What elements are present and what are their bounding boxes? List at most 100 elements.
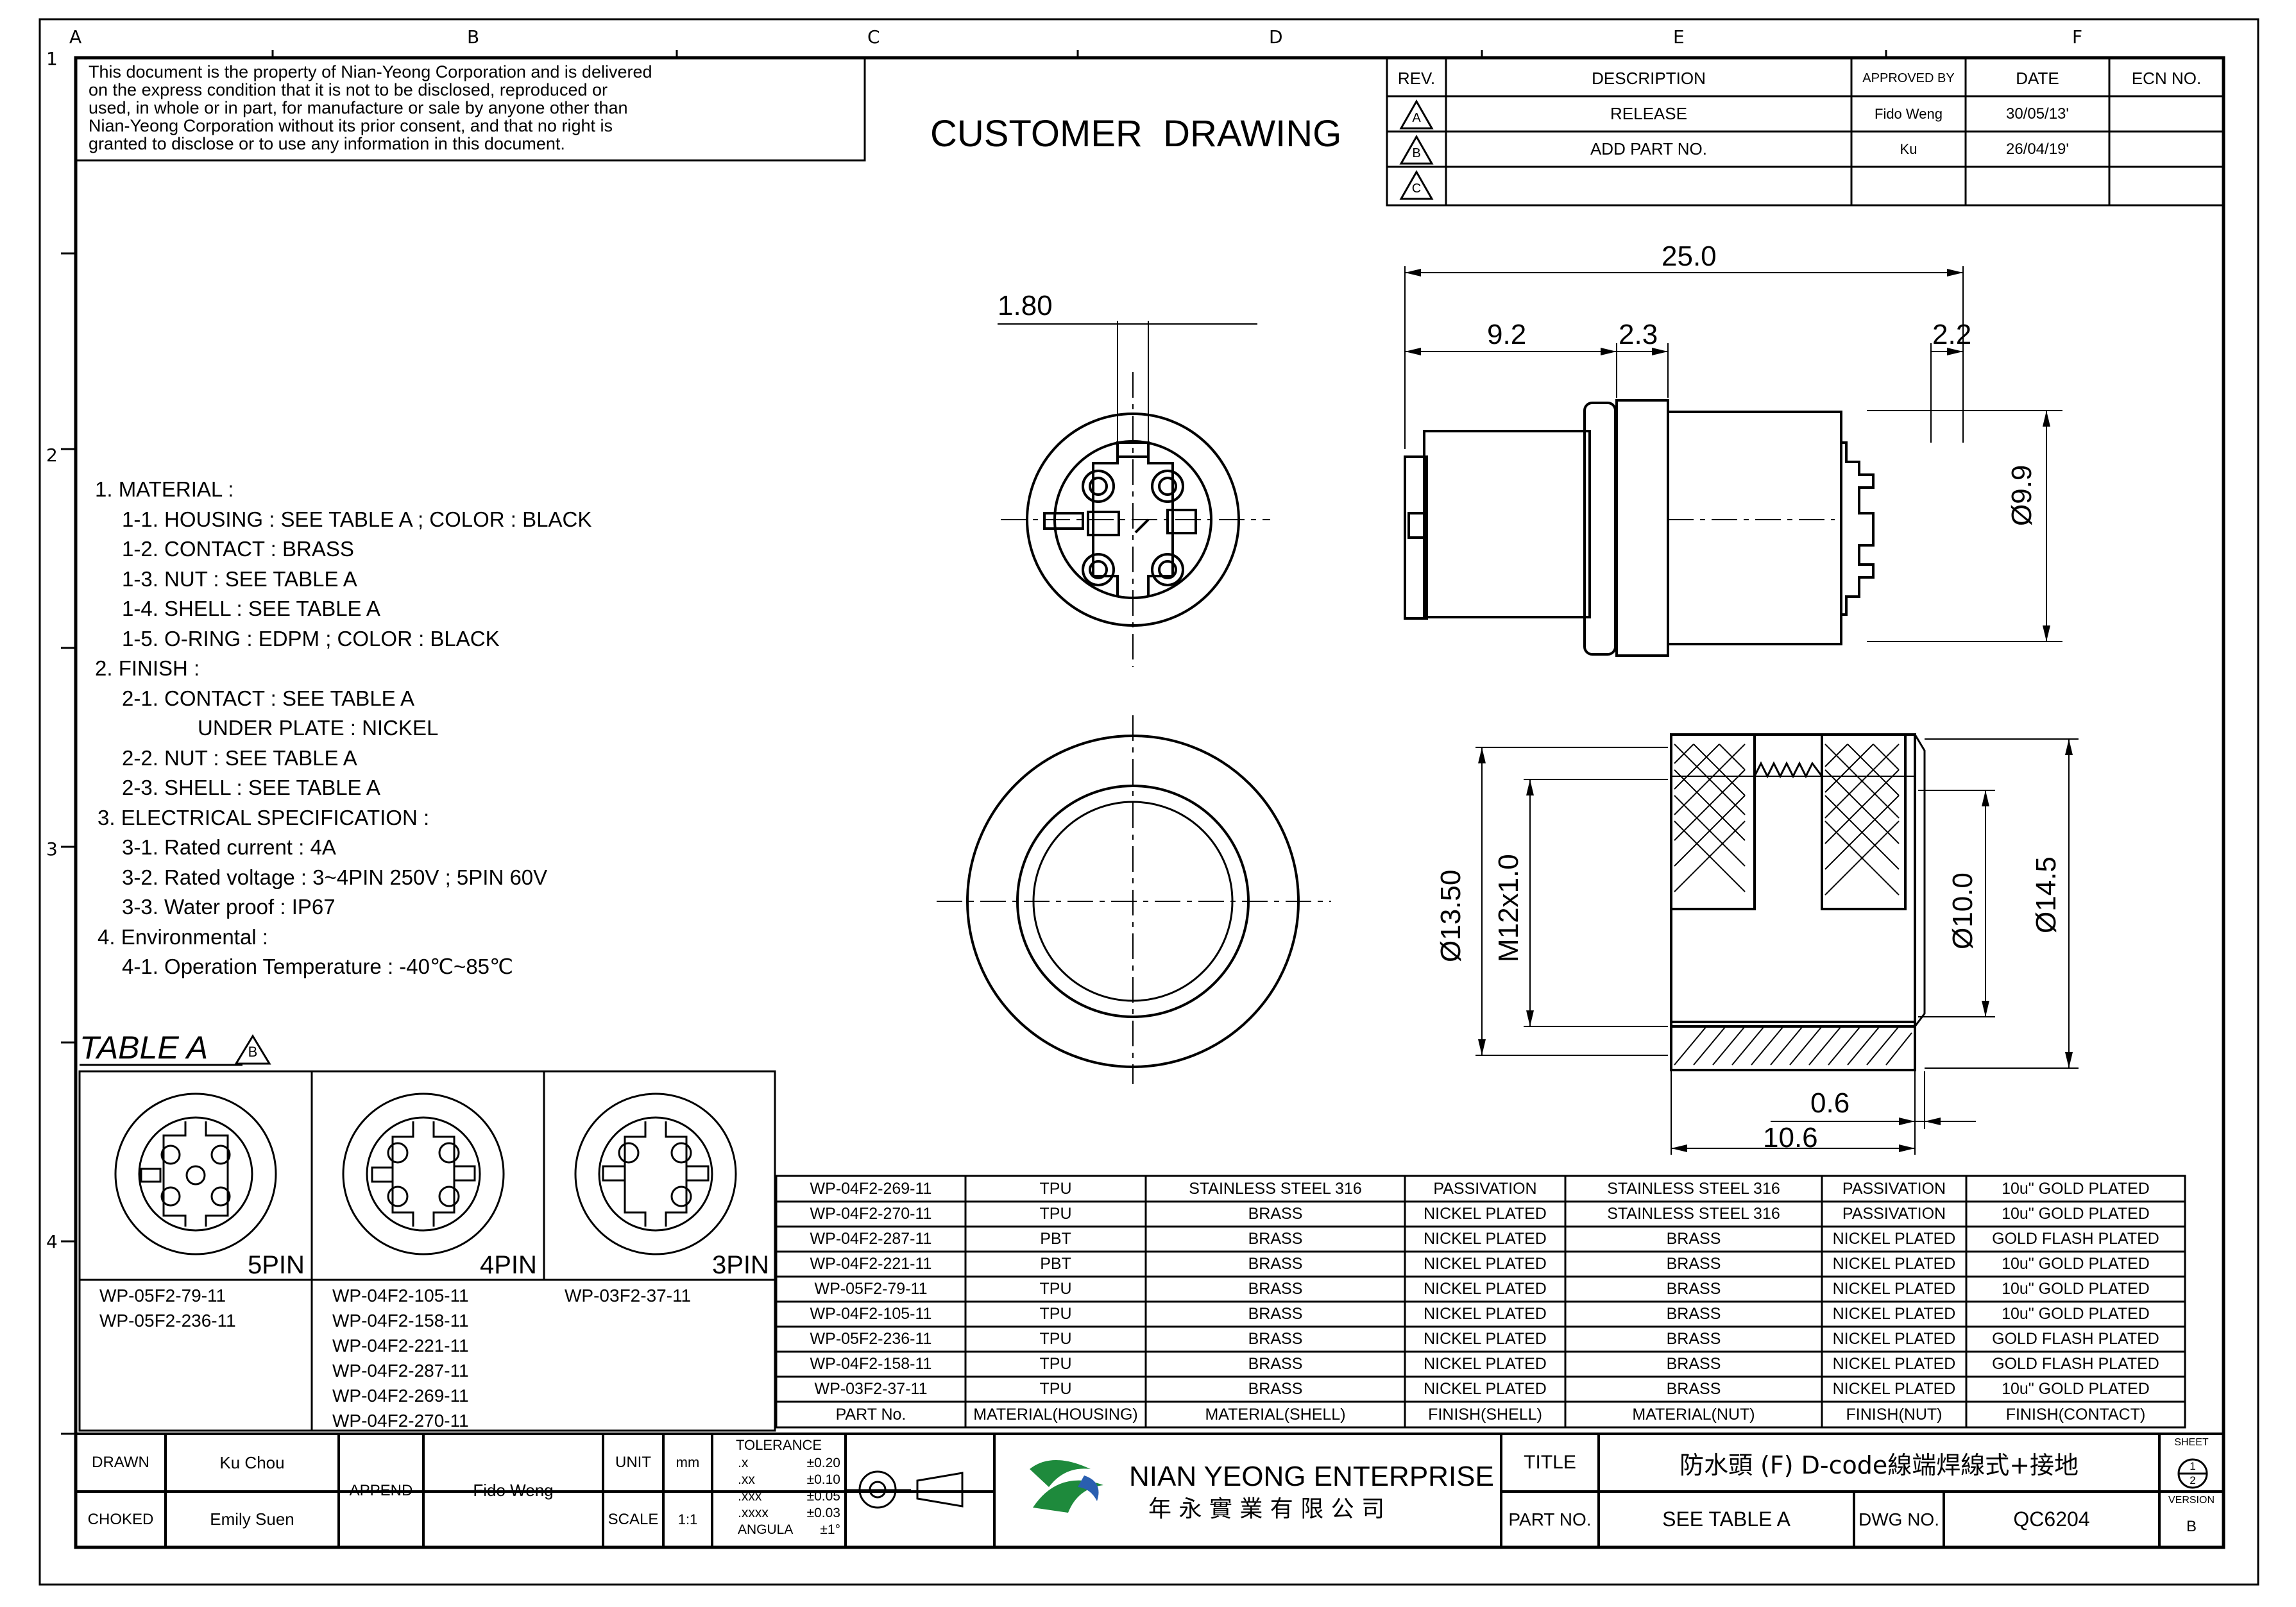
knurl-hatching [1674,744,1912,1066]
material-table-cell: NICKEL PLATED [1424,1205,1547,1223]
zone-label-f: F [2072,26,2083,47]
material-table-cell: NICKEL PLATED [1424,1380,1547,1398]
drawn-label: DRAWN [92,1454,149,1471]
notice-line: on the express condition that it is not … [89,80,608,99]
table-a-grid [78,1064,776,1432]
material-table-cell: WP-04F2-269-11 [810,1179,932,1198]
part-no-label: PART NO. [1508,1509,1592,1529]
tolerance-key: .xx [738,1472,755,1487]
material-table-cell: TPU [1039,1380,1072,1398]
part-number: WP-04F2-269-11 [332,1386,469,1406]
tolerance-list: .x±0.20 .xx±0.10 .xxx±0.05 .xxxx±0.03 AN… [738,1455,840,1538]
company-name-en: NIAN YEONG ENTERPRISE [1129,1461,1494,1492]
company-name-zh: 年 永 實 業 有 限 公 司 [1148,1496,1385,1522]
material-table-header: PART No. [835,1405,906,1424]
material-table-header: FINISH(CONTACT) [2005,1405,2146,1424]
material-table-cell: 10u" GOLD PLATED [2002,1380,2150,1398]
dim-pin-width: 1.80 [998,290,1053,321]
material-table-cell: BRASS [1248,1305,1303,1323]
note-line: 1-2. CONTACT : BRASS [122,537,354,561]
approved-header: APPROVED BY [1862,71,1955,85]
note-line: 4-1. Operation Temperature : -40℃~85℃ [122,955,514,978]
material-table-cell: NICKEL PLATED [1832,1255,1956,1273]
material-table-cell: STAINLESS STEEL 316 [1189,1179,1362,1198]
material-table-cell: TPU [1039,1305,1072,1323]
dim-dia-14-5: Ø14.5 [2030,856,2062,933]
rev-a-approved: Fido Weng [1875,105,1943,122]
zone-label-d: D [1269,26,1283,47]
material-table-cell: BRASS [1248,1280,1303,1298]
material-table-cell: NICKEL PLATED [1424,1355,1547,1373]
ecn-header: ECN NO. [2131,69,2202,88]
material-table-cell: WP-05F2-79-11 [814,1280,928,1298]
variant-3pin-parts: WP-03F2-37-11 [565,1283,691,1308]
material-table-header: MATERIAL(NUT) [1632,1405,1755,1424]
rev-b-label: B [1412,146,1421,160]
note-line: 1. MATERIAL : [95,477,234,501]
material-table-cell: BRASS [1248,1230,1303,1248]
tolerance-key: .xxxx [738,1506,769,1520]
material-table-cell: 10u" GOLD PLATED [2002,1179,2150,1198]
material-table-cell: 10u" GOLD PLATED [2002,1305,2150,1323]
material-table-cell: TPU [1039,1330,1072,1348]
material-table-cell: BRASS [1248,1380,1303,1398]
sheet-symbol [2177,1458,2208,1489]
unit-value: mm [676,1454,700,1470]
material-table-cell: PASSIVATION [1842,1179,1946,1198]
zone-label-b: B [467,26,480,47]
version-label: VERSION [2168,1495,2215,1506]
part-number: WP-03F2-37-11 [565,1286,692,1305]
checked-label: CHOKED [87,1510,154,1528]
rev-a-label: A [1412,110,1421,125]
pin-width-dimension [998,321,1257,443]
material-table-header: FINISH(NUT) [1846,1405,1943,1424]
material-table-cell: PBT [1040,1230,1071,1248]
sheet-numerator: 1 [2190,1460,2196,1472]
material-table-cell: WP-04F2-105-11 [810,1305,932,1323]
part-number: WP-05F2-236-11 [99,1311,236,1331]
tolerance-key: ANGULA [738,1522,794,1537]
material-table-cell: BRASS [1666,1355,1721,1373]
tolerance-value: ±0.10 [806,1472,840,1487]
material-table-cell: 10u" GOLD PLATED [2002,1280,2150,1298]
append-label: APPEND [349,1481,413,1499]
material-table-cell: PASSIVATION [1433,1179,1537,1198]
rev-header: REV. [1397,69,1436,88]
dim-seg1: 9.2 [1487,319,1527,350]
note-line: UNDER PLATE : NICKEL [198,716,439,740]
revision-table-grid [1386,56,2225,207]
specification-notes: 1. MATERIAL : 1-1. HOUSING : SEE TABLE A… [95,475,591,982]
zone-label-3: 3 [46,838,58,860]
tolerance-value: ±1° [820,1522,840,1537]
rear-view [937,715,1331,1084]
title-value: 防水頭 (F) D-code線端焊線式+接地 [1679,1450,2079,1479]
tolerance-row: .xxx±0.05 [738,1488,840,1505]
note-line: 1-4. SHELL : SEE TABLE A [122,597,380,620]
material-table-cell: WP-04F2-221-11 [810,1255,932,1273]
material-table-cell: GOLD FLASH PLATED [1992,1330,2159,1348]
material-table-cell: NICKEL PLATED [1832,1305,1956,1323]
variant-3pin-label: 3PIN [712,1251,769,1279]
company-logo-icon [1030,1460,1103,1513]
material-table-cell: NICKEL PLATED [1424,1230,1547,1248]
material-table-cell: TPU [1039,1280,1072,1298]
dim-seg2: 2.3 [1619,319,1658,350]
sheet-denominator: 2 [2190,1474,2196,1486]
material-table-cell: BRASS [1248,1355,1303,1373]
dim-dia-10: Ø10.0 [1947,872,1978,949]
rev-a-description: RELEASE [1610,104,1687,123]
pinout-5pin [114,1093,277,1255]
note-line: 3-2. Rated voltage : 3~4PIN 250V ; 5PIN … [122,865,548,889]
zone-label-1: 1 [46,48,58,69]
variant-5pin-parts: WP-05F2-79-11 WP-05F2-236-11 [99,1283,236,1333]
tolerance-value: ±0.20 [806,1456,840,1470]
material-table-cell: NICKEL PLATED [1832,1380,1956,1398]
dimension-arrows [1405,269,2050,642]
variant-4pin-label: 4PIN [480,1251,537,1279]
notice-line: Nian-Yeong Corporation without its prior… [89,116,613,135]
material-table-cell: STAINLESS STEEL 316 [1607,1205,1780,1223]
zone-ticks [61,50,1887,1435]
nut-dimensions [1475,738,2079,1155]
checked-value: Emily Suen [210,1509,294,1529]
material-table-cell: NICKEL PLATED [1424,1330,1547,1348]
